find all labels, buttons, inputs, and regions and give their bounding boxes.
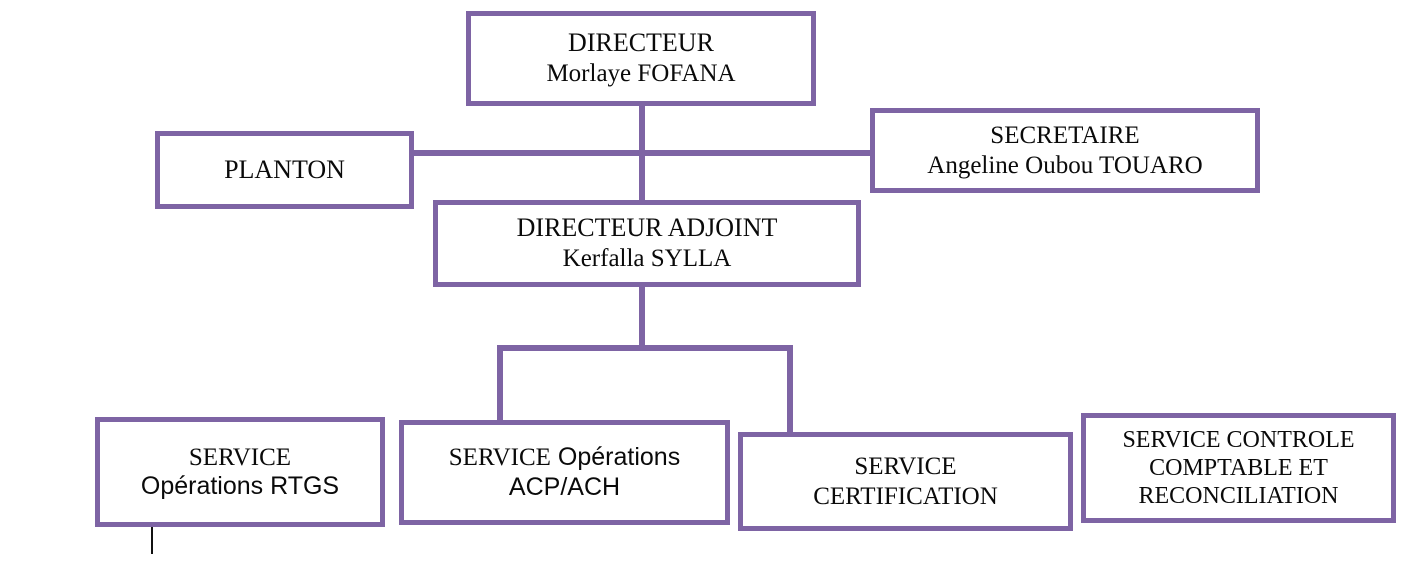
node-service-acp-ach-word-service: SERVICE	[448, 444, 551, 471]
node-directeur-adjoint-name: Kerfalla SYLLA	[562, 245, 732, 273]
node-service-controle[interactable]: SERVICE CONTROLE COMPTABLE ET RECONCILIA…	[1081, 413, 1396, 523]
connector-drop-certification	[787, 345, 793, 435]
node-secretaire-name: Angeline Oubou TOUARO	[927, 151, 1203, 179]
connector-adjoint-stem	[639, 284, 645, 351]
node-service-acp-ach-word-operations: Opérations	[550, 443, 681, 471]
node-service-acp-ach[interactable]: SERVICE Opérations ACP/ACH	[399, 420, 730, 525]
node-directeur[interactable]: DIRECTEUR Morlaye FOFANA	[466, 11, 816, 106]
connector-services-bar	[497, 345, 793, 351]
node-service-certification[interactable]: SERVICE CERTIFICATION	[738, 432, 1073, 531]
node-planton[interactable]: PLANTON	[155, 131, 414, 209]
node-planton-title: PLANTON	[224, 154, 345, 184]
connector-planton-to-secretaire	[410, 150, 874, 156]
node-service-rtgs[interactable]: SERVICE Opérations RTGS	[95, 417, 385, 527]
node-secretaire[interactable]: SECRETAIRE Angeline Oubou TOUARO	[870, 108, 1260, 193]
node-service-controle-line1: SERVICE CONTROLE	[1122, 426, 1355, 453]
node-service-certification-line2: CERTIFICATION	[813, 482, 998, 510]
node-service-rtgs-line1: SERVICE	[188, 443, 292, 471]
node-directeur-adjoint-title: DIRECTEUR ADJOINT	[516, 213, 778, 243]
node-directeur-name: Morlaye FOFANA	[546, 60, 736, 88]
node-directeur-title: DIRECTEUR	[568, 28, 714, 58]
node-service-controle-line2: COMPTABLE ET	[1149, 454, 1328, 481]
node-service-acp-ach-line2: ACP/ACH	[508, 472, 621, 501]
connector-stub-rtgs	[151, 514, 153, 554]
node-directeur-adjoint[interactable]: DIRECTEUR ADJOINT Kerfalla SYLLA	[433, 200, 861, 287]
node-service-controle-line3: RECONCILIATION	[1138, 483, 1339, 510]
node-service-acp-ach-line1: SERVICE Opérations	[449, 443, 680, 473]
node-service-rtgs-line2: Opérations RTGS	[140, 472, 340, 500]
node-secretaire-title: SECRETAIRE	[990, 122, 1140, 149]
connector-drop-acp-ach	[497, 345, 503, 423]
node-service-certification-line1: SERVICE	[854, 453, 957, 480]
